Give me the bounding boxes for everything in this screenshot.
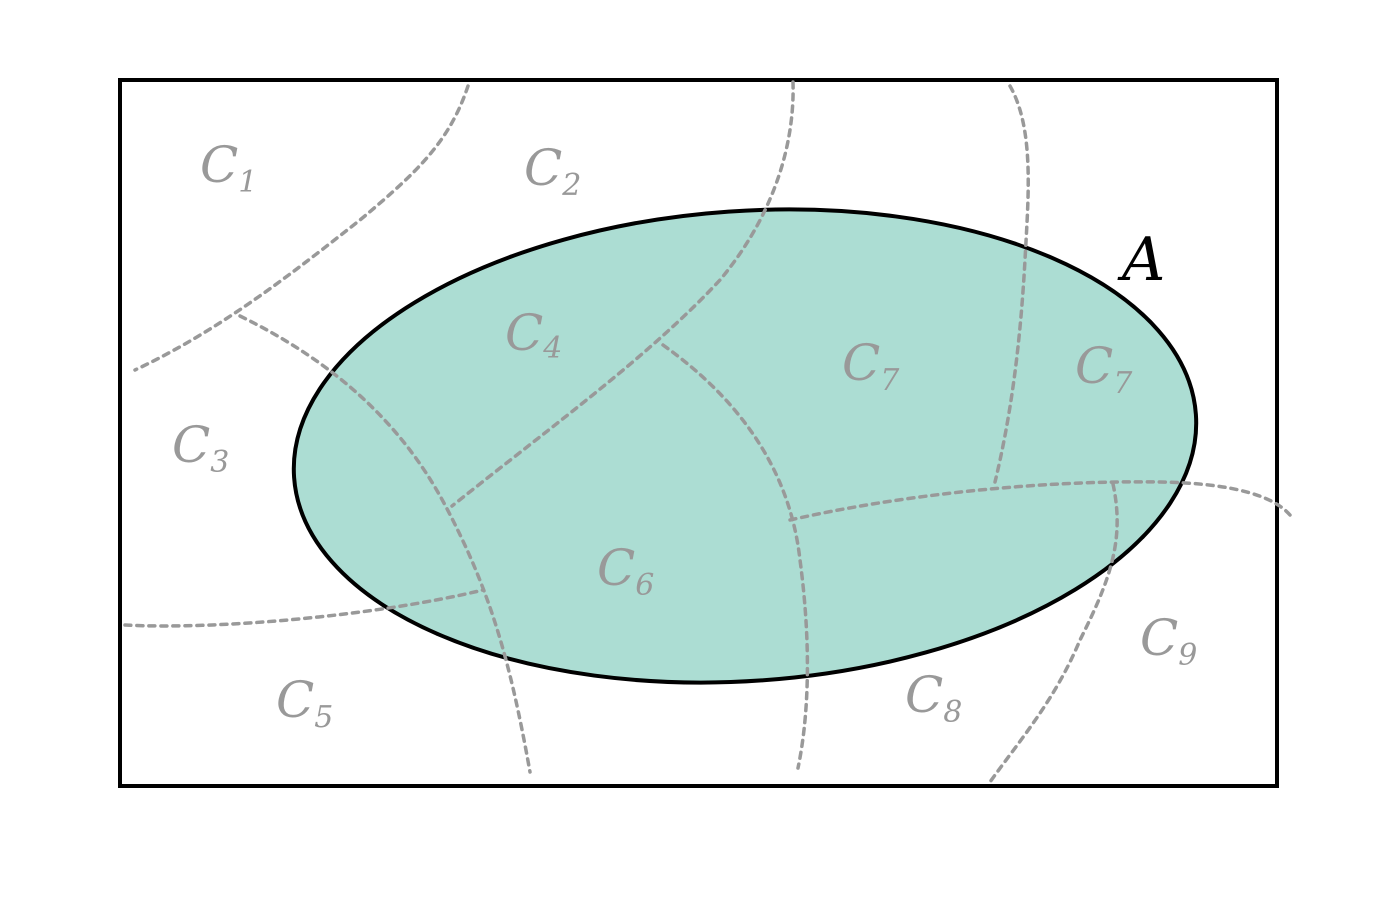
region-label: C6 xyxy=(597,539,654,603)
partition-line xyxy=(450,80,795,508)
partition-line xyxy=(661,343,810,770)
region-label: C4 xyxy=(505,304,562,366)
region-labels: C1 C2 C3 C4 C5 C6 C7 C7 C8 C9 xyxy=(172,136,1197,735)
partition-lines xyxy=(123,80,1292,784)
partition-line xyxy=(123,588,485,628)
set-a-ellipse xyxy=(291,207,1199,685)
partition-line xyxy=(988,482,1119,784)
partition-line xyxy=(993,84,1030,484)
region-label: C5 xyxy=(276,671,333,735)
partition-line xyxy=(133,84,470,372)
universe-rectangle xyxy=(118,78,1279,788)
region-label: C2 xyxy=(524,139,581,203)
partition-line xyxy=(238,314,532,774)
region-label: C1 xyxy=(200,136,257,200)
region-label: C7 xyxy=(1075,337,1133,401)
region-label: C8 xyxy=(905,666,962,730)
partition-line xyxy=(788,480,1292,522)
region-label: C7 xyxy=(842,334,900,398)
region-label: C9 xyxy=(1140,609,1197,673)
set-a-label: A xyxy=(1117,225,1165,295)
region-label: C3 xyxy=(172,416,229,480)
